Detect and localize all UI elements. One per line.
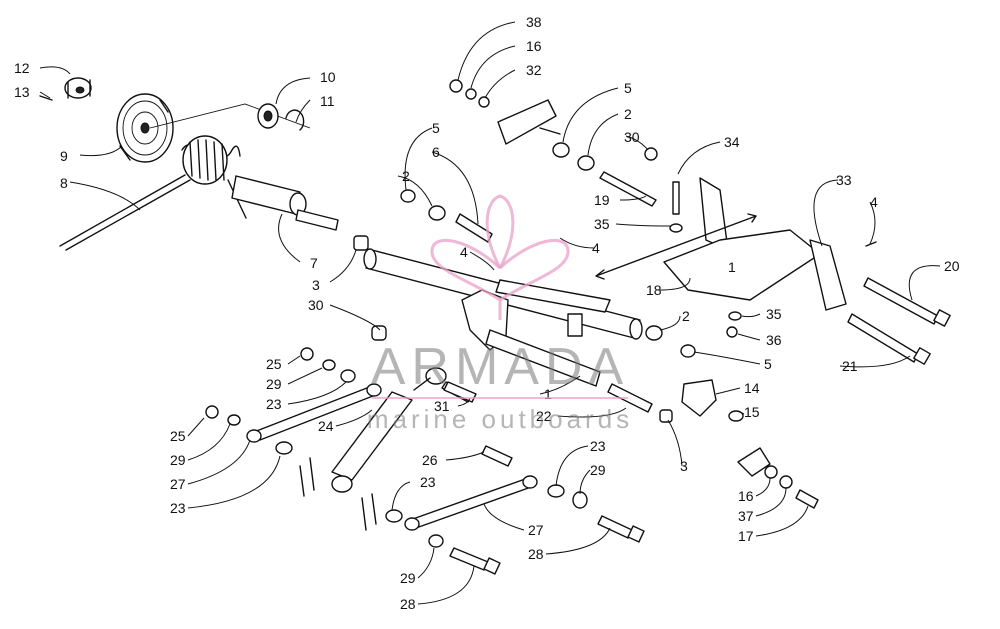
- callout-33: 33: [836, 172, 852, 188]
- bearing: [257, 103, 305, 131]
- spring-arm-rod: [59, 174, 191, 251]
- callout-7: 7: [310, 255, 318, 271]
- callout-5: 5: [624, 80, 632, 96]
- bushings-right: [645, 325, 696, 358]
- callout-5: 5: [764, 356, 772, 372]
- rear-arm-frame: [461, 279, 611, 387]
- callout-12: 12: [14, 60, 30, 76]
- callout-28: 28: [528, 546, 544, 562]
- callout-29: 29: [400, 570, 416, 586]
- callout-34: 34: [724, 134, 740, 150]
- callout-8: 8: [60, 175, 68, 191]
- rail-mount-bracket: [644, 147, 877, 338]
- callout-30: 30: [624, 129, 640, 145]
- wheel-spacer: [39, 77, 92, 101]
- callout-23: 23: [170, 500, 186, 516]
- callout-1: 1: [544, 386, 552, 402]
- callout-23: 23: [266, 396, 282, 412]
- callout-10: 10: [320, 69, 336, 85]
- callout-35: 35: [766, 306, 782, 322]
- callout-27: 27: [170, 476, 186, 492]
- callout-26: 26: [422, 452, 438, 468]
- callout-30: 30: [308, 297, 324, 313]
- callout-2: 2: [624, 106, 632, 122]
- torsion-spring: [181, 135, 247, 219]
- callout-19: 19: [594, 192, 610, 208]
- callout-4: 4: [592, 240, 600, 256]
- callout-29: 29: [170, 452, 186, 468]
- callout-31: 31: [434, 398, 450, 414]
- idler-wheel: [116, 93, 174, 163]
- callout-5: 5: [432, 120, 440, 136]
- pivot-bushing-3: [353, 235, 369, 251]
- callout-29: 29: [266, 376, 282, 392]
- callout-22: 22: [536, 408, 552, 424]
- callout-2: 2: [682, 308, 690, 324]
- bracket-14: [659, 379, 744, 423]
- callout-1: 1: [728, 259, 736, 275]
- spring-bushing: [231, 175, 307, 216]
- callout-4: 4: [460, 244, 468, 260]
- trident-flower-logo-icon: [430, 194, 570, 320]
- callout-4: 4: [870, 194, 878, 210]
- shock-absorber: [331, 367, 447, 493]
- link-arm-lower: [361, 445, 588, 548]
- callout-6: 6: [432, 144, 440, 160]
- link-arm-upper: [246, 383, 382, 443]
- callout-24: 24: [318, 418, 334, 434]
- callout-3: 3: [680, 458, 688, 474]
- watermark-tagline: marine outboards: [367, 404, 633, 434]
- callout-32: 32: [526, 62, 542, 78]
- callout-28: 28: [400, 596, 416, 612]
- callout-36: 36: [766, 332, 782, 348]
- callout-25: 25: [266, 356, 282, 372]
- callout-27: 27: [528, 522, 544, 538]
- watermark-brand: ARMADA: [371, 338, 629, 396]
- bushings-left: [400, 189, 493, 243]
- callout-3: 3: [312, 277, 320, 293]
- bolts-28: [449, 515, 645, 575]
- callout-23: 23: [420, 474, 436, 490]
- leader-lines: [39, 21, 941, 605]
- callout-29: 29: [590, 462, 606, 478]
- callout-16: 16: [738, 488, 754, 504]
- callout-25: 25: [170, 428, 186, 444]
- callout-20: 20: [944, 258, 960, 274]
- callout-13: 13: [14, 84, 30, 100]
- lower-hardware-right: [737, 447, 819, 509]
- part-drawings: [39, 77, 951, 575]
- long-bolts: [847, 277, 951, 365]
- callout-14: 14: [744, 380, 760, 396]
- callout-37: 37: [738, 508, 754, 524]
- pivot-tube-small: [295, 209, 339, 231]
- callout-21: 21: [842, 358, 858, 374]
- axle-line: [149, 103, 311, 129]
- hardware-lower-left: [205, 405, 315, 497]
- callout-23: 23: [590, 438, 606, 454]
- pin-22: [607, 383, 653, 413]
- callout-16: 16: [526, 38, 542, 54]
- callout-labels: 12 13 9 8 10 11 7 3 38 16 32 5 2 30 34 5…: [14, 14, 960, 612]
- watermark: ARMADA marine outboards: [367, 194, 633, 434]
- callout-11: 11: [320, 93, 335, 109]
- callout-35: 35: [594, 216, 610, 232]
- callout-9: 9: [60, 148, 68, 164]
- upper-bracket: [449, 79, 561, 145]
- callout-38: 38: [526, 14, 542, 30]
- callout-18: 18: [646, 282, 662, 298]
- callout-2: 2: [402, 168, 410, 184]
- callout-17: 17: [738, 528, 754, 544]
- callout-15: 15: [744, 404, 760, 420]
- direction-arrow: [595, 213, 757, 280]
